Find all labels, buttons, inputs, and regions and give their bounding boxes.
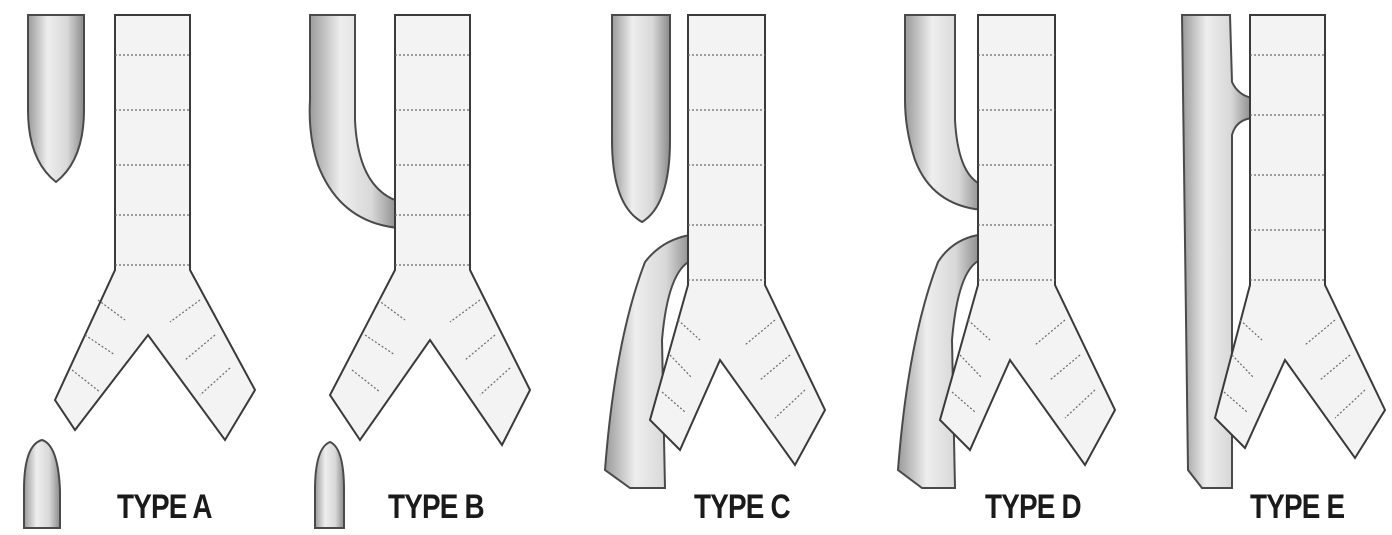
panel-type-a: TYPE A xyxy=(0,0,280,535)
type-b-label: TYPE B xyxy=(388,488,484,527)
upper-esophageal-pouch xyxy=(28,15,84,182)
upper-esophageal-pouch xyxy=(310,15,398,228)
trachea xyxy=(330,15,530,445)
panel-type-c: TYPE C xyxy=(570,0,850,535)
type-d-illustration xyxy=(860,0,1140,535)
type-b-illustration xyxy=(280,0,560,535)
type-c-illustration xyxy=(570,0,850,535)
type-a-illustration xyxy=(0,0,280,535)
lower-esophageal-pouch xyxy=(315,442,344,528)
panel-type-e: TYPE E xyxy=(1120,0,1392,535)
type-a-label: TYPE A xyxy=(117,488,212,527)
panel-type-b: TYPE B xyxy=(280,0,560,535)
upper-esophageal-pouch xyxy=(612,15,670,222)
lower-esophageal-pouch xyxy=(24,440,60,528)
type-d-label: TYPE D xyxy=(985,488,1081,527)
upper-esophageal-pouch-fistula xyxy=(905,15,982,210)
type-e-illustration xyxy=(1120,0,1392,535)
type-c-label: TYPE C xyxy=(694,488,790,527)
panel-type-d: TYPE D xyxy=(860,0,1140,535)
trachea xyxy=(1215,15,1385,458)
type-e-label: TYPE E xyxy=(1250,488,1344,527)
